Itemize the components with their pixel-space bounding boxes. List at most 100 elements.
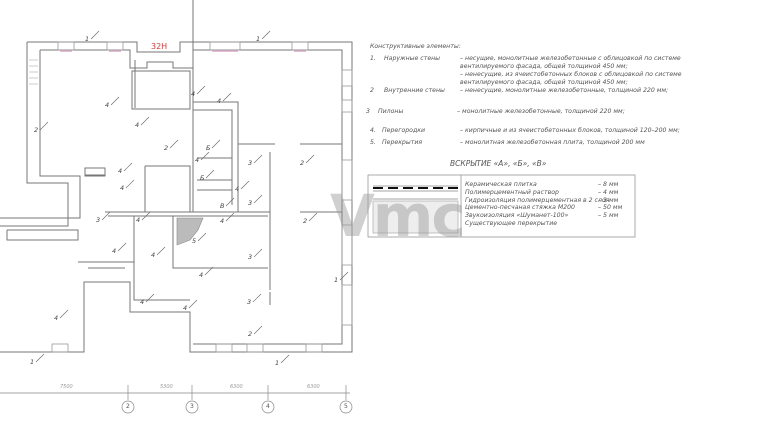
legend-name-2: Внутренние стены <box>384 87 445 94</box>
callout-number: 4 <box>217 97 221 105</box>
callout-number: 4 <box>112 247 116 255</box>
legend-desc: – монолитная железобетонная плита, толщи… <box>460 139 645 146</box>
callout-number: 4 <box>191 90 195 98</box>
room-label: 32Н <box>151 42 168 51</box>
layer-name: Существующее перекрытие <box>465 220 558 227</box>
leader-line <box>145 293 155 303</box>
grid-axis <box>0 385 353 414</box>
callout-number: 4 <box>136 216 140 224</box>
window-frames <box>51 41 353 353</box>
leader-line <box>253 248 263 258</box>
leader-line <box>141 211 151 221</box>
callout-number: 3 <box>96 216 100 224</box>
callout-number: 1 <box>256 35 260 43</box>
layer-name: Полимерцементный раствор <box>465 188 559 196</box>
section-diagram <box>367 174 636 238</box>
callout-number: 4 <box>220 217 224 225</box>
leader-line <box>59 309 69 319</box>
callout-number: В <box>220 202 225 210</box>
leader-line <box>188 299 198 309</box>
legend-desc: – монолитные железобетонные, толщиной 22… <box>457 108 625 115</box>
stair-hatch <box>29 59 38 85</box>
leader-line <box>140 116 150 126</box>
grid-axis-label: 5 <box>344 403 348 410</box>
legend-name-1: Наружные стены <box>384 55 441 62</box>
layer-thickness: – 5 мм <box>598 212 619 220</box>
layer-thickness: – 4 мм <box>598 188 619 196</box>
leader-line <box>196 85 206 95</box>
dimension-label: 6300 <box>230 384 243 390</box>
callout-number: 4 <box>118 167 122 175</box>
callout-number: 2 <box>300 159 304 167</box>
dimension-label: 6300 <box>307 384 320 390</box>
leader-line <box>205 169 215 179</box>
callout-number: 3 <box>247 298 251 306</box>
leader-line <box>211 139 221 149</box>
callout-number: 4 <box>135 121 139 129</box>
leader-line <box>261 30 271 40</box>
leader-line <box>156 246 166 256</box>
leader-line <box>39 121 49 131</box>
callout-number: Б <box>206 144 211 152</box>
grid-axis-label: 3 <box>190 403 194 410</box>
leader-line <box>253 194 263 204</box>
leader-line <box>305 154 315 164</box>
leader-line <box>225 212 235 222</box>
layer-name: Цементно-песчаная стяжка М200 <box>465 204 575 212</box>
legend-name-3: Пилоны <box>378 108 404 115</box>
dimension-label: 7500 <box>60 384 73 390</box>
grid-axis-label: 2 <box>126 403 130 410</box>
legend-num-3: 3 <box>366 108 370 115</box>
leader-line <box>252 293 262 303</box>
leader-line <box>197 232 207 242</box>
callout-number: 4 <box>183 304 187 312</box>
legend-num-1: 1. <box>370 55 376 62</box>
legend-name-5: Перекрытия <box>382 139 423 146</box>
leader-line <box>225 197 235 207</box>
leader-line <box>339 271 349 281</box>
leader-line <box>204 266 214 276</box>
leader-line <box>200 151 210 161</box>
callout-number: Б <box>200 174 205 182</box>
leader-line <box>308 212 318 222</box>
callout-number: 4 <box>140 298 144 306</box>
opening-hatch-5 <box>176 217 204 246</box>
leader-line <box>110 96 120 106</box>
layer-thickness: – 8 мм <box>598 181 619 188</box>
callout-number: 4 <box>151 251 155 259</box>
layer-name: Звукоизоляция «Шуманет-100» <box>465 212 569 220</box>
callout-number: 2 <box>303 217 307 225</box>
callout-number: 3 <box>248 199 252 207</box>
layer-name: Керамическая плитка <box>465 181 537 188</box>
legend-desc: вентилируемого фасада, общей толщиной 45… <box>460 79 628 86</box>
callout-number: 3 <box>248 253 252 261</box>
leader-line <box>101 211 111 221</box>
grid-axis-label: 4 <box>266 403 270 410</box>
callout-number: 1 <box>85 35 89 43</box>
callout-number: 2 <box>34 126 38 134</box>
callout-number: 1 <box>334 276 338 284</box>
leader-line <box>169 139 179 149</box>
section-title: ВСКРЫТИЕ «А», «Б», «В» <box>450 159 547 168</box>
callout-number: 5 <box>192 237 196 245</box>
callout-number: 4 <box>54 314 58 322</box>
dimension-label: 5300 <box>160 384 173 390</box>
leader-line <box>253 154 263 164</box>
callout-number: 4 <box>195 156 199 164</box>
callout-number: 4 <box>120 184 124 192</box>
layer-thickness: – 3 мм <box>598 196 619 204</box>
watermark-logo: Vmc <box>330 182 466 250</box>
callout-number: 1 <box>275 359 279 367</box>
leader-line <box>240 180 250 190</box>
legend-title: Конструктивные элементы: <box>370 43 461 50</box>
layer-name: Гидроизоляция полимерцементная в 2 слоя <box>465 196 610 204</box>
leader-line <box>90 30 100 40</box>
leader-line <box>35 353 45 363</box>
leader-line <box>222 92 232 102</box>
callout-number: 4 <box>199 271 203 279</box>
leader-line <box>125 179 135 189</box>
callout-number: 1 <box>30 358 34 366</box>
callout-number: 4 <box>235 185 239 193</box>
